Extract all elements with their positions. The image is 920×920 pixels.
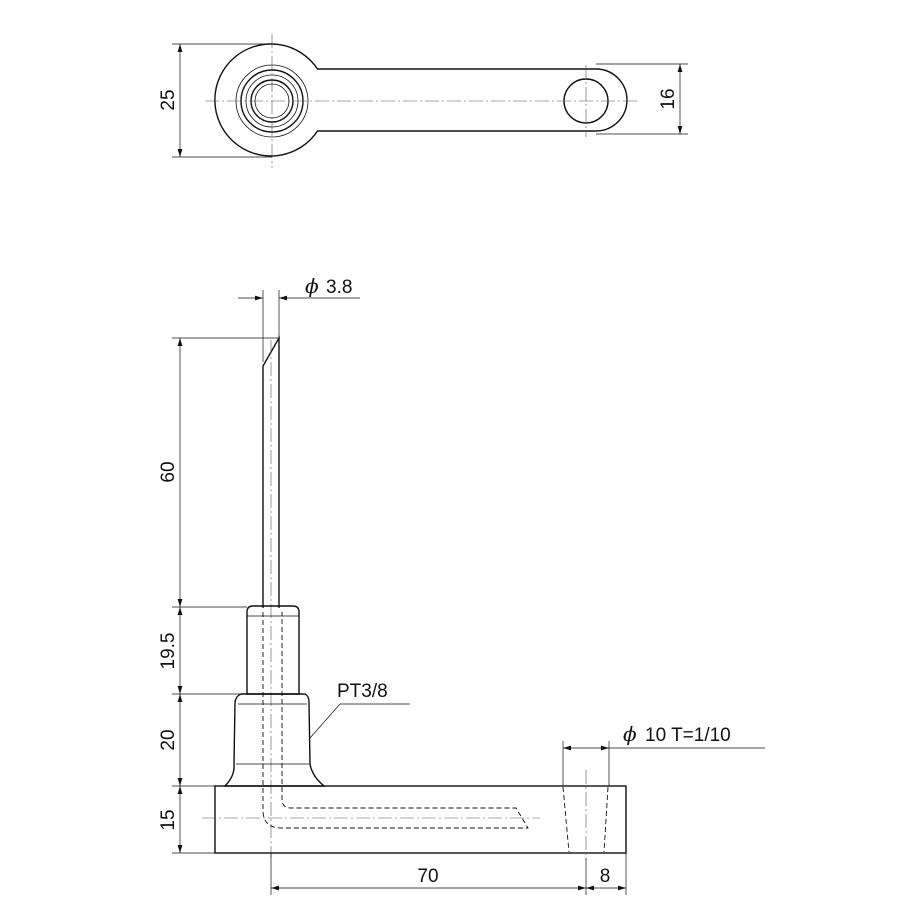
base-block <box>214 785 627 854</box>
dim-label-20: 20 <box>158 729 179 750</box>
hidden-channel-outer <box>262 612 529 829</box>
dim-label-70: 70 <box>417 866 438 887</box>
dim-label-phi38: 3.8 <box>326 277 352 298</box>
dim-label-25: 25 <box>158 89 179 110</box>
hole-taper-right <box>603 786 609 853</box>
top-view-outline <box>214 43 628 157</box>
dim-label-8: 8 <box>600 866 611 887</box>
thread-label: PT3/8 <box>337 681 388 702</box>
dim-label-60: 60 <box>158 461 179 482</box>
stem <box>246 605 300 695</box>
top-view: 25 16 <box>158 34 688 168</box>
thread-section <box>223 693 326 787</box>
hole-taper-left <box>562 786 570 853</box>
phi-symbol-10: ϕ <box>623 722 637 746</box>
dim-label-16: 16 <box>658 88 679 109</box>
dim-label-19-5: 19.5 <box>158 633 179 670</box>
hole-label: 10 T=1/10 <box>645 725 731 746</box>
phi-symbol-38: ϕ <box>305 274 319 298</box>
front-view: ϕ 3.8 60 19.5 20 15 PT3/8 ϕ 10 T=1/10 70 <box>158 274 765 895</box>
thread-leader-line <box>309 703 341 739</box>
dim-label-15: 15 <box>158 809 179 830</box>
